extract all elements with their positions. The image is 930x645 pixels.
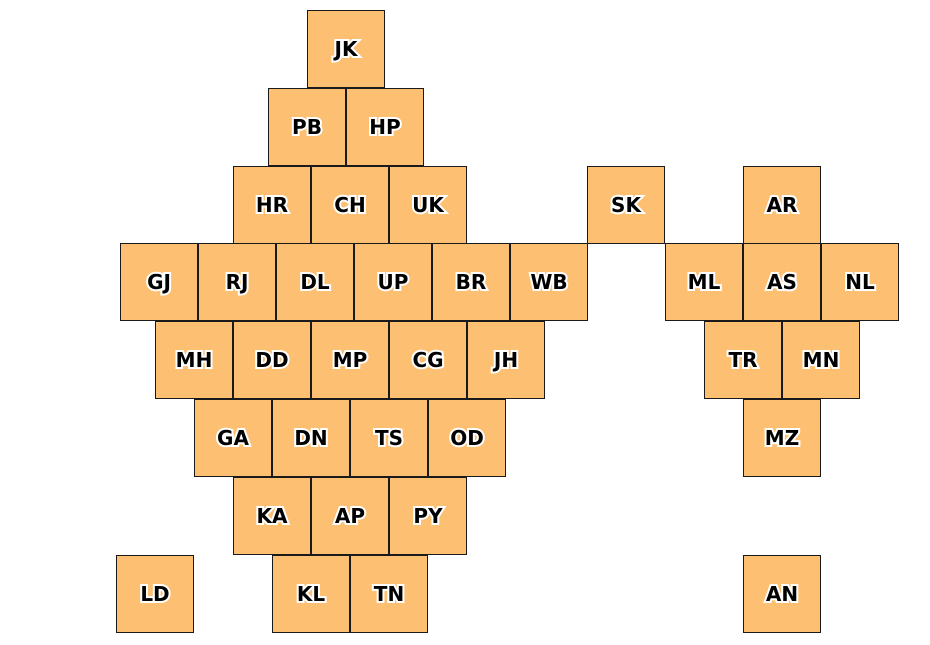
tile-label: CH [332,191,367,219]
tile-hp: HP [346,88,424,166]
tile-ap: AP [311,477,389,555]
tile-uk: UK [389,166,467,244]
tile-label: DD [253,346,290,374]
tile-rj: RJ [198,243,276,321]
tile-label: AS [765,268,799,296]
tile-mz: MZ [743,399,821,477]
tile-label: LD [138,580,171,608]
tile-wb: WB [510,243,588,321]
tile-label: JH [492,346,520,374]
tile-tr: TR [704,321,782,399]
tile-sk: SK [587,166,665,244]
tile-label: DL [298,268,331,296]
tile-label: BR [454,268,489,296]
tile-pb: PB [268,88,346,166]
tile-ga: GA [194,399,272,477]
tile-label: ML [686,268,723,296]
tile-label: TS [373,424,405,452]
tile-label: UP [376,268,411,296]
tile-od: OD [428,399,506,477]
tile-label: RJ [224,268,251,296]
tile-label: MN [801,346,842,374]
tile-label: PY [411,502,444,530]
tile-hr: HR [233,166,311,244]
tile-label: NL [843,268,877,296]
tile-mn: MN [782,321,860,399]
tile-label: KA [255,502,290,530]
tile-ld: LD [116,555,194,633]
tile-ts: TS [350,399,428,477]
tile-label: SK [609,191,643,219]
tile-label: UK [410,191,446,219]
tile-mp: MP [311,321,389,399]
tile-dn: DN [272,399,350,477]
tile-py: PY [389,477,467,555]
tile-label: PB [290,113,324,141]
tile-label: TR [726,346,759,374]
tile-an: AN [743,555,821,633]
tile-gj: GJ [120,243,198,321]
tile-label: TN [372,580,406,608]
tile-label: DN [292,424,329,452]
tile-ch: CH [311,166,389,244]
tile-label: AP [333,502,367,530]
tile-dd: DD [233,321,311,399]
tile-nl: NL [821,243,899,321]
tile-label: GJ [145,268,173,296]
tile-tn: TN [350,555,428,633]
tile-jh: JH [467,321,545,399]
tile-as: AS [743,243,821,321]
tile-mh: MH [155,321,233,399]
tile-label: OD [448,424,486,452]
tile-ar: AR [743,166,821,244]
tile-kl: KL [272,555,350,633]
tile-label: MP [331,346,370,374]
tile-label: WB [528,268,569,296]
tile-label: JK [333,35,360,63]
tile-label: KL [295,580,327,608]
tile-up: UP [354,243,432,321]
tile-jk: JK [307,10,385,88]
tile-label: HP [367,113,402,141]
tile-ml: ML [665,243,743,321]
tile-label: AN [764,580,800,608]
tile-label: GA [215,424,251,452]
tile-label: HR [254,191,290,219]
tile-label: MZ [763,424,801,452]
tile-br: BR [432,243,510,321]
tile-label: MH [174,346,215,374]
tile-cg: CG [389,321,467,399]
tile-dl: DL [276,243,354,321]
tile-ka: KA [233,477,311,555]
tile-label: AR [765,191,800,219]
tile-label: CG [410,346,445,374]
